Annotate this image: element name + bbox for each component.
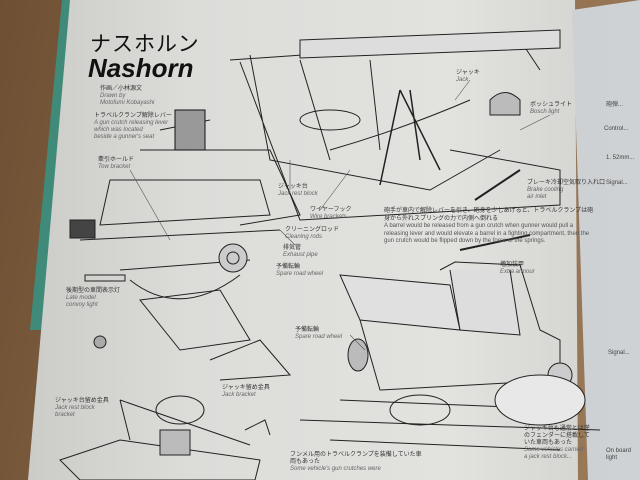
- label-en: Tow bracket: [98, 164, 131, 170]
- label-en: beside a gunner's seat: [94, 134, 155, 140]
- label-jp: 予備転輪: [295, 327, 320, 333]
- label-extra-armour: 増加装甲 Extra armour: [500, 262, 535, 276]
- label-tow-bracket: 牽引ホールド Tow bracket: [98, 157, 134, 171]
- title-english: Nashorn: [88, 53, 194, 83]
- right-page-text: Signal...: [606, 180, 628, 186]
- credit-artist: Motofumi Kobayashi: [100, 100, 155, 106]
- rear-hull-drawing: [299, 261, 601, 451]
- label-en: Cleaning rods: [285, 234, 323, 240]
- label-jp: 牽引ホールド: [98, 157, 135, 163]
- label-jp: ジャッキ台も通常とは逆のフェンダーに搭載していた車両もあった: [524, 426, 590, 446]
- label-jp: フンメル用のトラベルクランプを装備していた車両もあった: [290, 452, 422, 465]
- label-en: Spare road wheel: [295, 334, 343, 340]
- right-page-text: 砲弾...: [606, 102, 624, 108]
- paragraph-en: A barrel would be released from a gun cr…: [384, 223, 590, 244]
- label-jack-rest-block-bracket: ジャッキ台留め金具 Jack rest block bracket: [55, 398, 109, 419]
- label-en: Wire brackets: [310, 214, 347, 220]
- label-wire-brackets: ワイヤーフック Wire brackets: [310, 207, 351, 221]
- label-en: Bosch light: [530, 109, 560, 115]
- label-jp: トラベルクランプ解除レバー: [94, 113, 172, 119]
- leader-lines: [129, 79, 551, 351]
- label-jp: ジャッキ台: [278, 184, 308, 190]
- label-jp: ジャッキ: [456, 70, 480, 76]
- label-en: air inlet: [527, 194, 547, 200]
- label-jp: 後期型の車間表示灯: [66, 288, 121, 294]
- label-gun-crutch-lever: トラベルクランプ解除レバー A gun crutch releasing lev…: [94, 113, 172, 141]
- label-en: Spare road wheel: [276, 271, 324, 277]
- right-page-text: 1. 52mm...: [606, 155, 635, 161]
- label-jp: ワイヤーフック: [310, 207, 352, 213]
- jack-bracket-drawing: [59, 395, 271, 480]
- right-page-text: Control...: [604, 126, 629, 132]
- paragraph-jp: 砲手が車内で解除レバーを引き、砲身を少しあげると、トラベルクランプは砲身から外れ…: [384, 208, 594, 222]
- label-en: Some vehicle's gun crutches were: [290, 466, 381, 472]
- label-cleaning-rods: クリーニングロッド Cleaning rods: [285, 227, 339, 241]
- label-jp: 予備転輪: [276, 264, 301, 270]
- label-en: Jack rest block: [55, 405, 95, 411]
- credit: 作画／小林源文 Drawn by Motofumi Kobayashi: [100, 86, 154, 107]
- upper-hull-drawing: [140, 29, 561, 251]
- label-jack: ジャッキ Jack: [456, 70, 480, 84]
- label-bosch-light: ボッシュライト Bosch light: [530, 102, 572, 116]
- label-en: A gun crutch releasing lever: [94, 120, 169, 126]
- label-jack-fender-note: ジャッキ台も通常とは逆のフェンダーに搭載していた車両もあった Some vehi…: [524, 426, 590, 461]
- label-en: Exhaust pipe: [283, 252, 318, 258]
- label-jp: クリーニングロッド: [285, 227, 340, 233]
- credit-jp: 作画／小林源文: [100, 86, 143, 92]
- label-jp: ジャッキ留め金具: [222, 385, 270, 391]
- label-en: which was located: [94, 127, 143, 133]
- label-jp: ボッシュライト: [530, 102, 573, 108]
- label-en: Jack rest block: [278, 191, 318, 197]
- label-en: a jack rest block...: [524, 454, 573, 460]
- label-exhaust-pipe: 排気管 Exhaust pipe: [283, 245, 318, 259]
- label-gun-crutches-note: フンメル用のトラベルクランプを装備していた車両もあった Some vehicle…: [290, 452, 425, 473]
- label-en: bracket: [55, 412, 75, 418]
- lower-hull-drawing: [69, 179, 292, 381]
- label-jack-rest-block: ジャッキ台 Jack rest block: [278, 184, 318, 198]
- label-en: Jack: [456, 77, 469, 83]
- label-jp: 排気管: [283, 245, 302, 251]
- label-en: Jack bracket: [222, 392, 256, 398]
- label-jack-bracket: ジャッキ留め金具 Jack bracket: [222, 385, 270, 399]
- label-spare-road-wheel: 予備転輪 Spare road wheel: [276, 264, 323, 278]
- label-spare-road-wheel-2: 予備転輪 Spare road wheel: [295, 327, 342, 341]
- label-en: convoy light: [66, 302, 98, 308]
- label-brake-air-inlet: ブレーキ冷却空気取り入れ口 Brake cooling air inlet: [527, 180, 605, 201]
- label-en: Some vehicles carried: [524, 447, 584, 453]
- label-jp: ジャッキ台留め金具: [55, 398, 109, 404]
- gun-crutch-paragraph: 砲手が車内で解除レバーを引き、砲身を少しあげると、トラベルクランプは砲身から外れ…: [384, 208, 594, 246]
- right-page-text: Signal...: [608, 350, 630, 356]
- label-jp: 増加装甲: [500, 262, 525, 268]
- title-japanese: ナスホルン: [90, 33, 200, 56]
- credit-drawn-by: Drawn by: [100, 93, 126, 99]
- label-convoy-light: 後期型の車間表示灯 Late model convoy light: [66, 288, 120, 309]
- label-jp: ブレーキ冷却空気取り入れ口: [527, 180, 606, 186]
- right-page-text: On board light: [606, 448, 632, 461]
- label-en: Extra armour: [500, 269, 535, 275]
- label-en: Late model: [66, 295, 96, 301]
- label-en: Brake cooling: [527, 187, 564, 193]
